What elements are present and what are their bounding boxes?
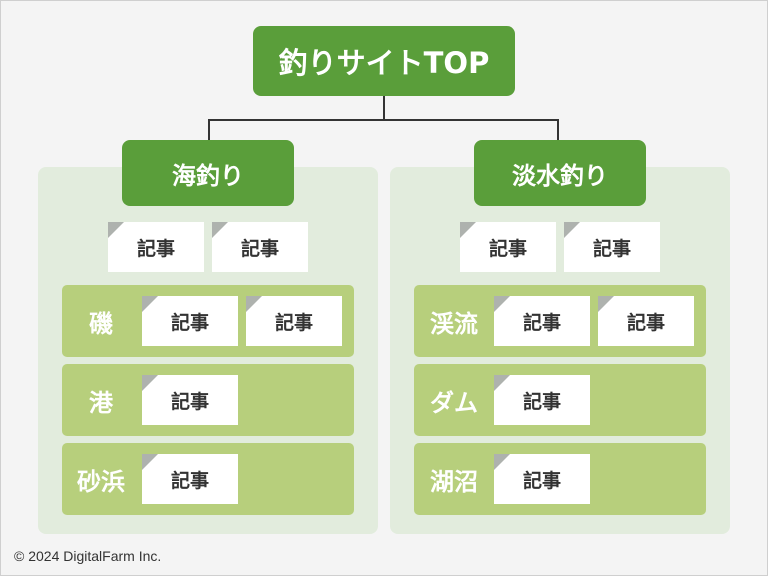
article-label: 記事 xyxy=(240,237,279,260)
page-fold-icon xyxy=(142,375,158,391)
article-card: 記事 xyxy=(212,222,308,272)
page-fold-icon xyxy=(460,222,476,238)
page-fold-icon xyxy=(246,296,262,312)
article-card: 記事 xyxy=(108,222,204,272)
page-fold-icon xyxy=(494,454,510,470)
page-fold-icon xyxy=(142,296,158,312)
article-card: 記事 xyxy=(246,296,342,346)
article-card: 記事 xyxy=(494,375,590,425)
subcategory-label: 湖沼 xyxy=(430,467,478,496)
page-fold-icon xyxy=(142,454,158,470)
article-card: 記事 xyxy=(142,296,238,346)
connector-line xyxy=(384,119,559,140)
page-fold-icon xyxy=(494,375,510,391)
subcategory-label: 磯 xyxy=(89,309,113,338)
article-label: 記事 xyxy=(522,390,561,413)
article-label: 記事 xyxy=(136,237,175,260)
page-fold-icon xyxy=(564,222,580,238)
article-card: 記事 xyxy=(460,222,556,272)
copyright-text: © 2024 DigitalFarm Inc. xyxy=(14,548,162,564)
category-label: 海釣り xyxy=(172,161,244,190)
subcategory-label: 砂浜 xyxy=(77,467,125,496)
article-card: 記事 xyxy=(598,296,694,346)
connector-line xyxy=(208,96,385,140)
sea-fishing-node: 海釣り xyxy=(122,140,294,206)
article-card: 記事 xyxy=(142,454,238,504)
article-label: 記事 xyxy=(170,311,209,334)
article-label: 記事 xyxy=(170,390,209,413)
article-label: 記事 xyxy=(170,469,209,492)
page-fold-icon xyxy=(494,296,510,312)
page-fold-icon xyxy=(212,222,228,238)
article-label: 記事 xyxy=(488,237,527,260)
freshwater-fishing-node: 淡水釣り xyxy=(474,140,646,206)
article-card: 記事 xyxy=(494,296,590,346)
article-label: 記事 xyxy=(626,311,665,334)
category-label: 淡水釣り xyxy=(512,161,608,190)
article-card: 記事 xyxy=(142,375,238,425)
top-node: 釣りサイトTOP xyxy=(253,26,515,96)
subcategory-label: ダム xyxy=(430,388,478,417)
article-label: 記事 xyxy=(522,311,561,334)
page-fold-icon xyxy=(108,222,124,238)
article-card: 記事 xyxy=(564,222,660,272)
top-node-label: 釣りサイトTOP xyxy=(278,46,490,80)
article-card: 記事 xyxy=(494,454,590,504)
page-fold-icon xyxy=(598,296,614,312)
subcategory-label: 渓流 xyxy=(430,309,478,338)
article-label: 記事 xyxy=(522,469,561,492)
article-label: 記事 xyxy=(274,311,313,334)
article-label: 記事 xyxy=(592,237,631,260)
subcategory-label: 港 xyxy=(89,388,113,417)
